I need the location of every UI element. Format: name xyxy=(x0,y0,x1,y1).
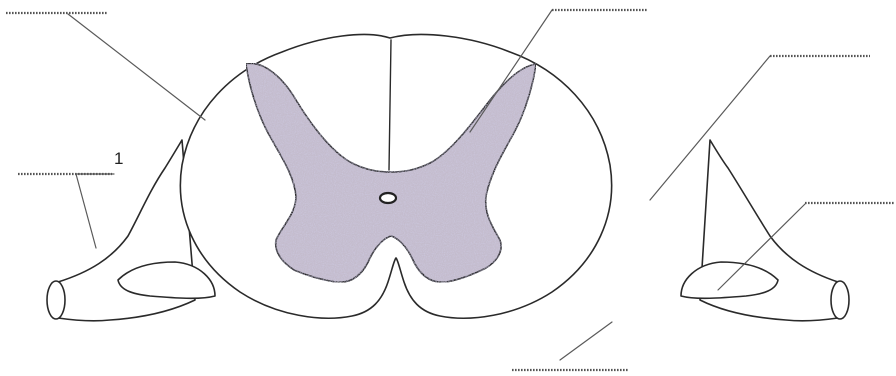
central-canal xyxy=(380,193,396,203)
leader-left-root-a xyxy=(76,174,96,248)
root-number-label: 1 xyxy=(114,149,123,168)
leader-bottom xyxy=(560,322,612,360)
leader-top-left xyxy=(68,14,205,120)
right-nerve-cut-end xyxy=(831,281,849,319)
right-spinal-nerve xyxy=(681,140,849,321)
left-nerve-cut-end xyxy=(47,281,65,319)
